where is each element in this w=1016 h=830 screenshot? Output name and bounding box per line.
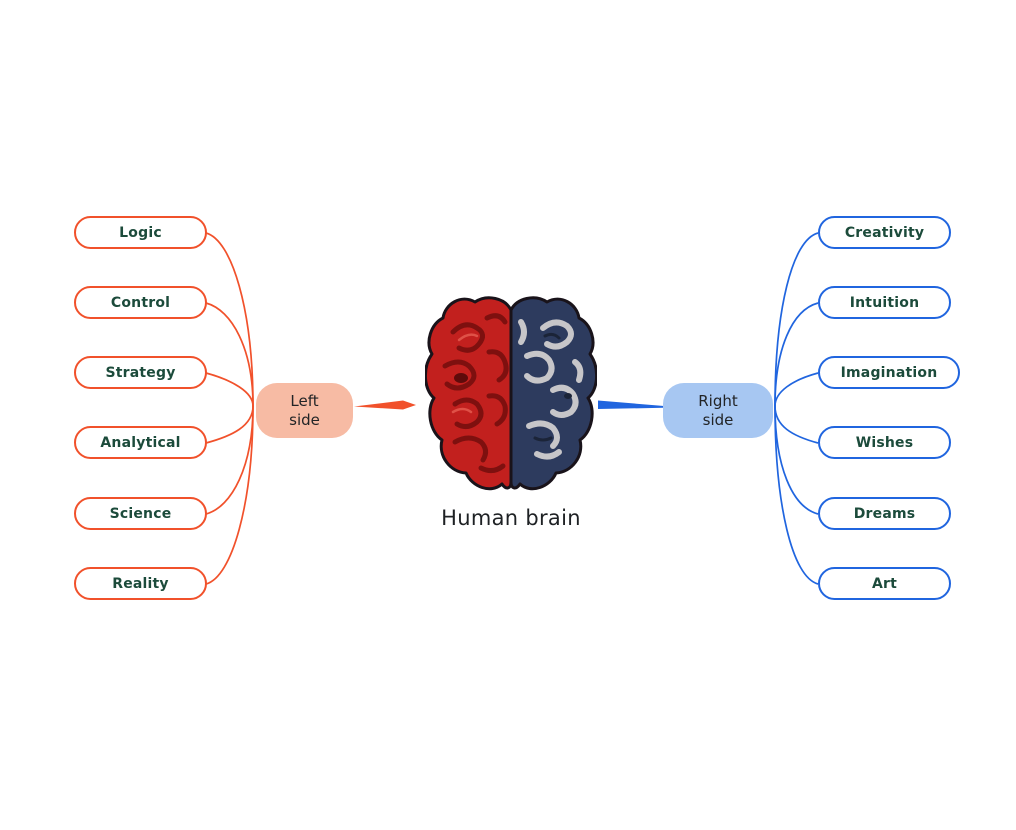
right-hub-label: Right side bbox=[698, 391, 738, 429]
node-analytical: Analytical bbox=[74, 426, 207, 459]
right-branch-curves bbox=[774, 232, 819, 585]
brain-left-hemisphere bbox=[425, 296, 513, 491]
brain-right-accents bbox=[533, 332, 561, 442]
node-intuition: Intuition bbox=[818, 286, 951, 319]
node-control: Control bbox=[74, 286, 207, 319]
brain-caption: Human brain bbox=[441, 506, 581, 530]
brain-illustration bbox=[425, 296, 597, 491]
node-label: Reality bbox=[112, 575, 169, 592]
node-logic: Logic bbox=[74, 216, 207, 249]
brain-right-gyri bbox=[518, 319, 584, 460]
right-branch-curve bbox=[774, 302, 819, 407]
node-label: Science bbox=[109, 505, 172, 522]
node-label: Analytical bbox=[100, 434, 181, 451]
node-label: Dreams bbox=[853, 505, 916, 522]
node-creativity: Creativity bbox=[818, 216, 951, 249]
node-label: Imagination bbox=[840, 364, 938, 381]
left-branch-curves bbox=[205, 232, 254, 585]
brain-left-patch bbox=[454, 373, 468, 383]
node-label: Control bbox=[110, 294, 171, 311]
right-hub: Right side bbox=[663, 383, 773, 438]
node-science: Science bbox=[74, 497, 207, 530]
brain-right-hemisphere bbox=[509, 296, 597, 491]
left-hub-brain-wedge bbox=[354, 400, 416, 410]
node-label: Art bbox=[871, 575, 898, 592]
right-branch-curve bbox=[774, 372, 819, 407]
node-strategy: Strategy bbox=[74, 356, 207, 389]
node-label: Logic bbox=[119, 224, 162, 241]
node-label: Intuition bbox=[849, 294, 920, 311]
brain-right-dot bbox=[564, 393, 572, 399]
brain-left-highlights bbox=[451, 333, 479, 414]
right-branch-curve bbox=[774, 405, 819, 585]
node-dreams: Dreams bbox=[818, 497, 951, 530]
node-label: Wishes bbox=[855, 434, 914, 451]
left-hub-label: Left side bbox=[289, 391, 320, 429]
node-label: Creativity bbox=[844, 224, 925, 241]
left-branch-curve bbox=[205, 405, 254, 585]
right-hub-brain-wedge bbox=[598, 400, 664, 409]
right-branch-curve bbox=[774, 232, 819, 407]
left-branch-curve bbox=[205, 405, 254, 444]
left-branch-curve bbox=[205, 372, 254, 407]
left-hub: Left side bbox=[256, 383, 353, 438]
left-branch-curve bbox=[205, 232, 254, 407]
brain-left-gyri bbox=[442, 313, 509, 474]
node-reality: Reality bbox=[74, 567, 207, 600]
node-imagination: Imagination bbox=[818, 356, 960, 389]
node-label: Strategy bbox=[105, 364, 176, 381]
node-art: Art bbox=[818, 567, 951, 600]
node-wishes: Wishes bbox=[818, 426, 951, 459]
right-branch-curve bbox=[774, 405, 819, 444]
left-branch-curve bbox=[205, 302, 254, 407]
